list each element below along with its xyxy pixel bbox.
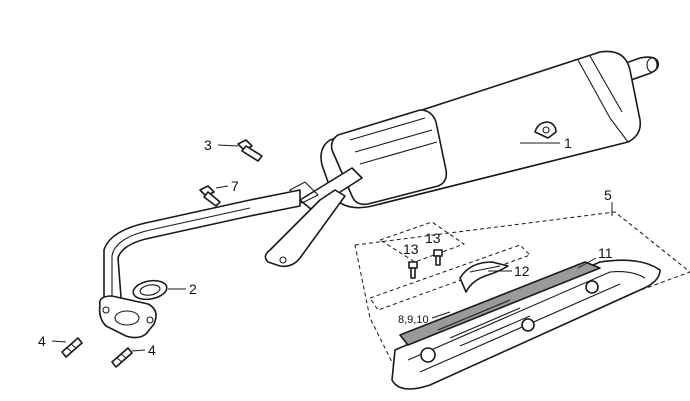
- stud-4-left: [61, 337, 83, 358]
- muffler-assembly: [264, 50, 660, 268]
- mount-hole: [542, 126, 550, 134]
- stud-4-right: [111, 347, 133, 368]
- leader-lines: [51, 142, 613, 352]
- leader-8-9-10: [431, 311, 451, 319]
- screw-13-left-shank: [410, 267, 416, 279]
- leader-3: [217, 144, 239, 147]
- exhaust-flange: [98, 295, 157, 339]
- pipe-highlight: [111, 207, 251, 305]
- exhaust-pipe: [98, 189, 301, 339]
- flange-stud-hole-left: [102, 306, 110, 314]
- callout-labels: 1 2 3 4 4 5 7 8,9,10 11 12 13 13: [38, 135, 613, 358]
- guard-ribs: [437, 299, 531, 347]
- bolt-3-shank: [241, 145, 263, 162]
- guard-edge-line: [407, 271, 646, 361]
- guard-bolt-hole-1: [420, 347, 436, 363]
- gasket: [132, 279, 168, 301]
- guard-shade: [399, 261, 601, 346]
- screw-13-right: [433, 249, 443, 266]
- screw-13-right-shank: [435, 255, 441, 266]
- gasket-ring: [132, 279, 168, 301]
- bolt-7-shank: [203, 191, 221, 207]
- callout-12: 12: [514, 263, 530, 279]
- callout-3: 3: [204, 137, 212, 153]
- guard-bolt-hole-3: [585, 280, 599, 294]
- bolt-3: [237, 139, 263, 162]
- end-cap-seam: [589, 55, 623, 113]
- callout-11: 11: [598, 245, 613, 261]
- stud-4-left-thread: [66, 343, 77, 353]
- callout-2: 2: [189, 281, 197, 297]
- flange-stud-hole-right: [146, 316, 154, 324]
- bolt-7: [199, 185, 221, 207]
- leader-11: [577, 257, 597, 269]
- muffler-mount-tab: [534, 121, 557, 139]
- tailpipe-opening: [646, 57, 658, 73]
- screw-13-right-head: [433, 249, 443, 257]
- clamp-band: [459, 261, 509, 293]
- bracket-arm: [299, 167, 363, 211]
- leader-7: [215, 185, 229, 189]
- callout-13-right: 13: [425, 230, 441, 246]
- leader-4a: [51, 340, 67, 343]
- end-cap-edge: [577, 59, 629, 143]
- callout-13-left: 13: [403, 241, 419, 257]
- callout-8-9-10: 8,9,10: [398, 314, 429, 326]
- stud-4-right-thread: [116, 353, 127, 363]
- heat-shield-ribs: [349, 117, 438, 165]
- heat-guard: [391, 259, 661, 390]
- leader-4b: [131, 349, 146, 352]
- callout-4-right: 4: [148, 342, 156, 358]
- screw-13-left-head: [408, 261, 418, 269]
- callout-5: 5: [604, 187, 612, 203]
- clamp: [459, 261, 509, 293]
- guard-bolt-hole-2: [521, 318, 535, 332]
- bracket-hole: [279, 256, 287, 264]
- screw-13-left: [408, 261, 418, 279]
- frame-13: [378, 221, 466, 263]
- guard-inner-line: [419, 283, 621, 373]
- gasket-hole: [139, 284, 161, 296]
- stud-4-right-body: [111, 347, 133, 368]
- lower-bracket: [264, 189, 346, 268]
- callout-7: 7: [231, 178, 239, 194]
- callout-4-left: 4: [38, 333, 46, 349]
- flange-port: [114, 310, 140, 326]
- callout-1: 1: [564, 135, 572, 151]
- clamp-band-edge: [469, 265, 501, 273]
- frame-8-9-10: [369, 244, 531, 311]
- stud-4-left-body: [61, 337, 83, 358]
